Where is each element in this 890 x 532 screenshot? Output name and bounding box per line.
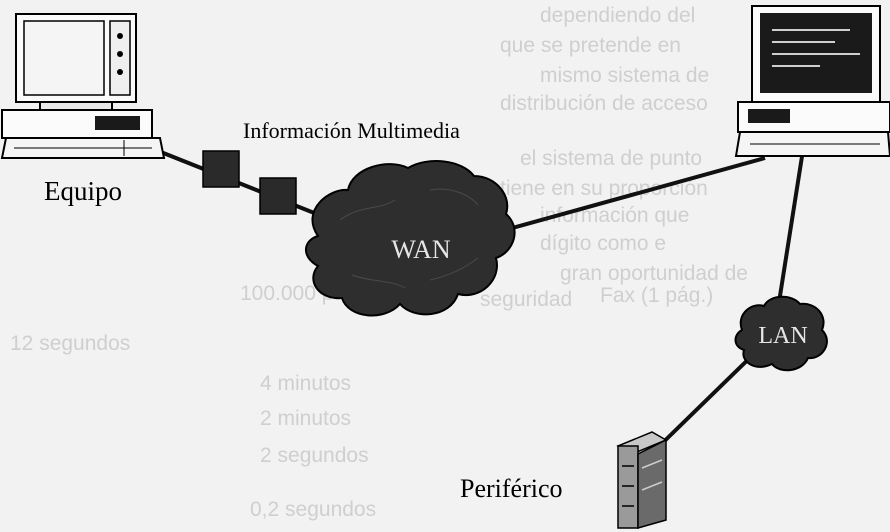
bleed-line: 4 minutos [260,372,351,395]
periferico-device-icon [616,431,668,529]
bleed-line: 0,2 segundos [250,498,376,521]
equipo-computer-icon [0,13,166,159]
lan-label: LAN [758,323,807,349]
bleed-line: gran oportunidad de [560,262,748,285]
bleed-line: 2 minutos [260,407,351,430]
lan-cloud: LAN [734,295,828,372]
bleed-line: tiene en su proporción [500,177,708,200]
wan-cloud: WAN [305,160,516,317]
wan-label: WAN [391,235,450,264]
bleed-line: Fax (1 pág.) [600,284,713,307]
bleed-line: distribución de acceso [500,92,708,115]
data-packets [202,150,297,215]
bleed-line: el sistema de punto [520,147,702,170]
bleed-line: 12 segundos [10,332,130,355]
periferico-label: Periférico [460,474,563,503]
bleed-line: seguridad [480,288,572,311]
info-multimedia-label: Información Multimedia [243,118,460,143]
equipo-label: Equipo [44,176,122,206]
bleed-line: dígito como e [540,232,666,255]
packet-icon [259,177,297,215]
bleed-line: dependiendo del [540,4,695,27]
bleed-line: mismo sistema de [540,64,709,87]
packet-icon [202,150,240,188]
terminal-lan-link [775,149,805,316]
wan-terminal-link [497,156,766,234]
bleed-line: 2 segundos [260,444,369,467]
bleed-line: que se pretende en [500,34,681,57]
terminal-computer-icon [734,5,890,157]
